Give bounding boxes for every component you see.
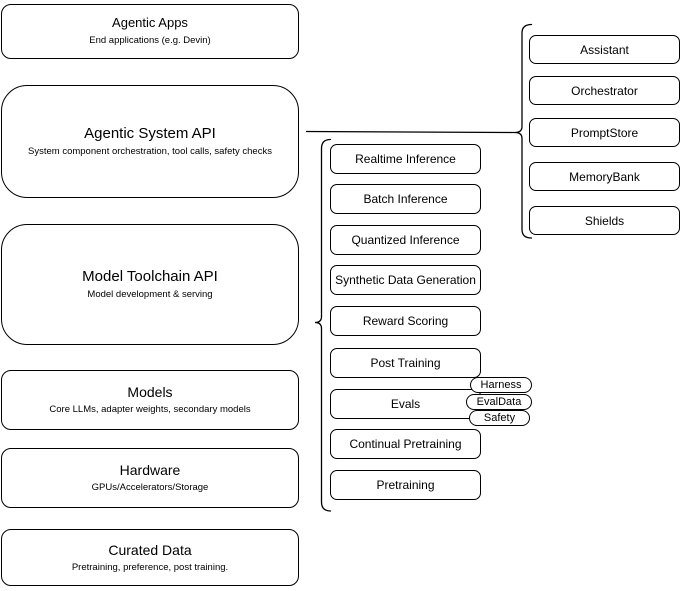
layer-agentic-system-api: Agentic System API System component orch… <box>1 85 299 198</box>
layer-model-toolchain-api: Model Toolchain API Model development & … <box>1 224 299 345</box>
layer-subtitle: Model development & serving <box>87 289 213 301</box>
component-shields: Shields <box>529 206 680 235</box>
toolchain-bracket <box>314 138 332 512</box>
toolchain-item-label: Reward Scoring <box>362 314 449 328</box>
system-api-to-components-connector <box>305 130 516 134</box>
component-promptstore: PromptStore <box>529 118 680 147</box>
evals-tag-harness: Harness <box>470 377 532 393</box>
toolchain-item-pretraining: Pretraining <box>330 470 481 500</box>
toolchain-item-label: Quantized Inference <box>351 233 460 247</box>
toolchain-item-label: Post Training <box>370 356 441 370</box>
component-label: Orchestrator <box>571 83 638 98</box>
toolchain-item-post-training: Post Training <box>330 348 481 378</box>
toolchain-item-label: Evals <box>390 397 421 411</box>
layer-title: Agentic System API <box>84 125 216 143</box>
layer-subtitle: GPUs/Accelerators/Storage <box>91 482 209 494</box>
toolchain-item-label: Continual Pretraining <box>349 437 462 451</box>
toolchain-item-realtime-inference: Realtime Inference <box>330 144 481 174</box>
layer-title: Curated Data <box>108 541 192 558</box>
toolchain-item-reward-scoring: Reward Scoring <box>330 306 481 336</box>
toolchain-item-label: Realtime Inference <box>355 152 456 166</box>
layer-subtitle: System component orchestration, tool cal… <box>28 146 272 158</box>
toolchain-item-label: Batch Inference <box>363 192 448 206</box>
toolchain-item-label: Synthetic Data Generation <box>335 273 476 287</box>
layer-models: Models Core LLMs, adapter weights, secon… <box>1 370 299 430</box>
toolchain-item-evals: Evals <box>330 389 481 419</box>
layer-subtitle: End applications (e.g. Devin) <box>89 35 211 47</box>
layer-title: Model Toolchain API <box>82 268 218 286</box>
layer-subtitle: Pretraining, preference, post training. <box>71 561 229 573</box>
evals-tag-evaldata: EvalData <box>466 394 532 410</box>
evals-tag-label: Harness <box>480 378 522 391</box>
component-orchestrator: Orchestrator <box>529 76 680 105</box>
layer-title: Models <box>127 384 173 401</box>
component-assistant: Assistant <box>529 35 680 64</box>
component-label: PromptStore <box>570 125 639 140</box>
component-label: MemoryBank <box>569 169 640 184</box>
layer-hardware: Hardware GPUs/Accelerators/Storage <box>1 448 299 508</box>
toolchain-item-quantized-inference: Quantized Inference <box>330 225 481 255</box>
layer-subtitle: Core LLMs, adapter weights, secondary mo… <box>49 404 251 416</box>
layer-title: Hardware <box>119 462 181 479</box>
component-memorybank: MemoryBank <box>529 162 680 191</box>
layer-title: Agentic Apps <box>112 15 188 31</box>
toolchain-item-synthetic-data-generation: Synthetic Data Generation <box>330 265 481 295</box>
toolchain-item-batch-inference: Batch Inference <box>330 184 481 214</box>
toolchain-item-label: Pretraining <box>376 478 435 492</box>
evals-tag-safety: Safety <box>469 410 530 426</box>
toolchain-item-continual-pretraining: Continual Pretraining <box>330 429 481 459</box>
evals-tag-label: Safety <box>483 411 516 424</box>
layer-curated-data: Curated Data Pretraining, preference, po… <box>1 529 299 586</box>
component-label: Assistant <box>580 42 629 57</box>
component-label: Shields <box>584 213 625 228</box>
evals-tag-label: EvalData <box>476 395 522 408</box>
layer-agentic-apps: Agentic Apps End applications (e.g. Devi… <box>1 4 299 59</box>
